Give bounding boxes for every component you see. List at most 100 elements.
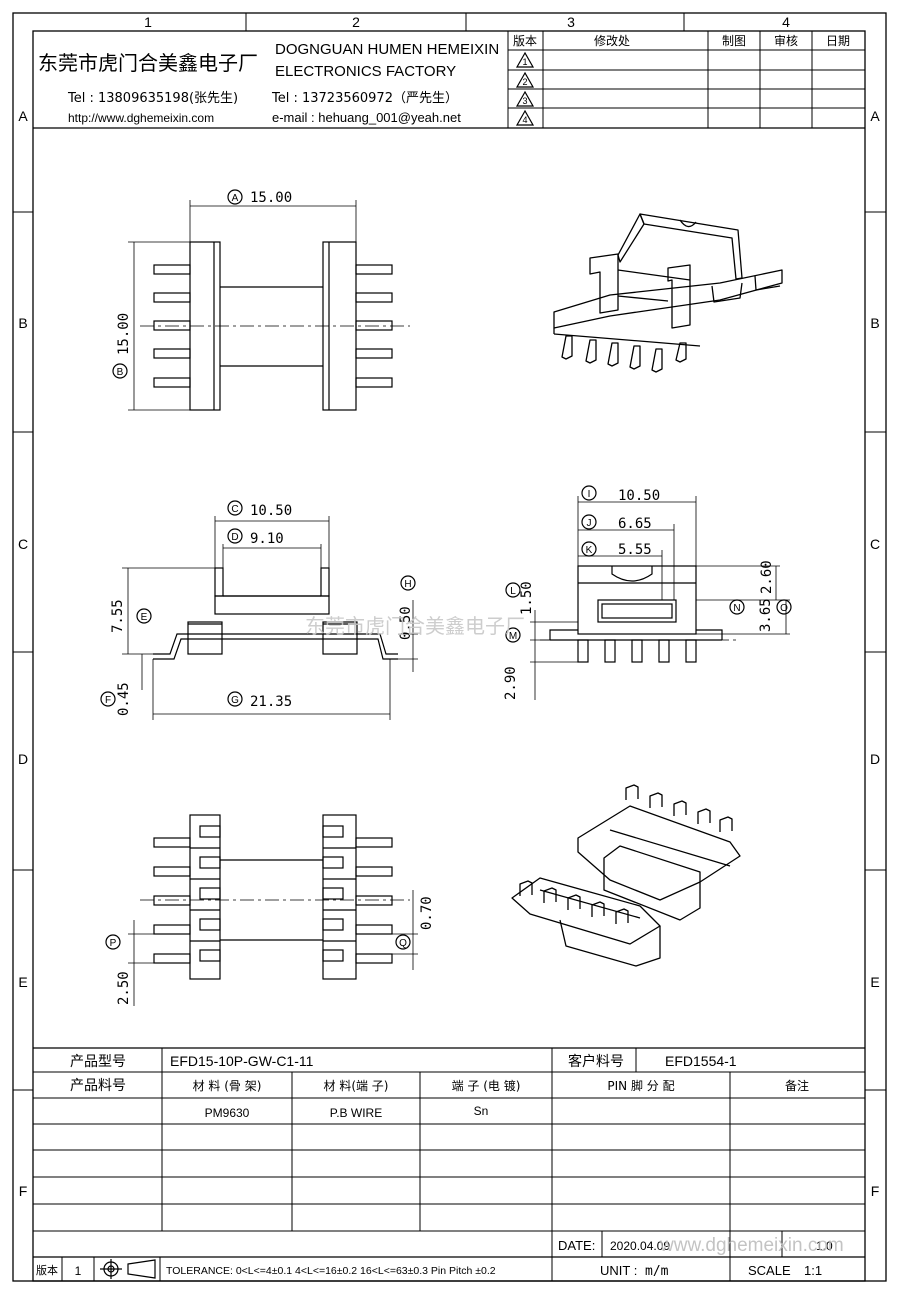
dim-tag: P	[110, 938, 117, 949]
header-plating: 端 子 (电 镀)	[452, 1079, 521, 1093]
tel-2: Tel : 13723560972（严先生）	[271, 91, 458, 106]
row-label: C	[870, 536, 880, 552]
tolerance-text: TOLERANCE: 0<L<=4±0.1 4<L<=16±0.2 16<L<=…	[166, 1265, 496, 1277]
row-label: D	[18, 751, 28, 767]
dim-value: 3.65	[758, 598, 774, 632]
dim-tag: C	[231, 504, 238, 515]
dim-tag: E	[141, 612, 148, 623]
dim-value: 0.50	[398, 606, 414, 640]
header-terminal-material: 材 料(端 子)	[324, 1079, 389, 1093]
row-label: E	[18, 974, 27, 990]
isometric-view-bottom	[511, 784, 741, 967]
unit-label: UNIT :	[600, 1263, 637, 1278]
revision-table: 版本 修改处 制图 审核 日期 1 2 3 4	[508, 31, 865, 128]
dim-value: 10.50	[250, 503, 292, 519]
rev-triangle-icon: 4	[522, 115, 527, 125]
company-name-cn: 东莞市虎门合美鑫电子厂	[38, 51, 258, 75]
header-remarks: 备注	[785, 1078, 809, 1093]
frame-labels: 1 2 3 4 A B C D E F A B C D E F	[18, 14, 880, 1199]
website-link[interactable]: http://www.dghemeixin.com	[68, 111, 214, 125]
rev-header-change: 修改处	[594, 33, 630, 48]
scale-value: 1:1	[804, 1263, 822, 1278]
version-label: 版本	[36, 1263, 58, 1277]
rev-header-date: 日期	[826, 34, 850, 48]
dim-value: 10.50	[618, 488, 660, 504]
row-label: F	[19, 1183, 28, 1199]
dim-tag: F	[105, 695, 111, 706]
bobbin-material-value: PM9630	[205, 1106, 250, 1120]
dim-value: 0.70	[419, 896, 435, 930]
rev-triangle-icon: 2	[522, 77, 527, 87]
column-label: 4	[782, 14, 790, 30]
dim-value: 7.55	[110, 599, 126, 633]
dim-value: 9.10	[250, 531, 284, 547]
dim-value: 0.45	[116, 682, 132, 716]
date-value: 2020.04.09	[610, 1239, 670, 1253]
dim-value: 21.35	[250, 694, 292, 710]
title-block-text: 产品型号 EFD15-10P-GW-C1-11 客户料号 EFD1554-1 产…	[36, 1053, 844, 1279]
header-bobbin-material: 材 料 (骨 架)	[193, 1079, 262, 1093]
dim-tag: B	[117, 367, 124, 378]
dim-value: 5.55	[618, 542, 652, 558]
dim-tag: Q	[399, 938, 407, 949]
dim-tag: M	[509, 631, 517, 642]
customer-part-value: EFD1554-1	[665, 1053, 737, 1069]
unit-value: m/m	[645, 1264, 669, 1279]
rev-triangle-icon: 3	[522, 96, 527, 106]
date-label: DATE:	[558, 1238, 595, 1253]
dim-tag: O	[780, 603, 788, 614]
dim-tag: D	[231, 532, 238, 543]
dim-tag: G	[231, 695, 239, 706]
tel-1: Tel : 13809635198(张先生)	[67, 91, 238, 106]
row-label: C	[18, 536, 28, 552]
side-view-labels: C 10.50 D 9.10 E 7.55 H 0.50 F 0.45 G 21…	[105, 503, 414, 716]
product-part-label: 产品料号	[70, 1078, 126, 1094]
version-value: 1	[75, 1264, 82, 1278]
header-pin-assignment: PIN 脚 分 配	[607, 1078, 674, 1093]
version-right-value: 1.0	[816, 1239, 833, 1253]
watermark-text: 东莞市虎门合美鑫电子厂	[305, 614, 525, 638]
dim-tag: I	[588, 489, 591, 500]
row-label: B	[870, 315, 879, 331]
dim-tag: H	[404, 579, 411, 590]
side-view	[100, 500, 418, 720]
email: e-mail : hehuang_001@yeah.net	[272, 110, 461, 125]
row-label: A	[870, 108, 880, 124]
column-label: 2	[352, 14, 360, 30]
row-label: F	[871, 1183, 880, 1199]
end-view-labels: I 10.50 J 6.65 K 5.55 L 1.50 M 2.90 N 2.…	[503, 488, 788, 700]
column-label: 3	[567, 14, 575, 30]
row-label: E	[870, 974, 879, 990]
rev-header-version: 版本	[513, 34, 537, 48]
bottom-view-labels: P 2.50 Q 0.70	[110, 896, 435, 1005]
dim-tag: J	[587, 518, 592, 529]
row-label: B	[18, 315, 27, 331]
dim-value: 15.00	[116, 313, 132, 355]
company-name-en-1: DOGNGUAN HUMEN HEMEIXIN	[275, 41, 499, 58]
company-name-en-2: ELECTRONICS FACTORY	[275, 63, 456, 80]
product-model-value: EFD15-10P-GW-C1-11	[170, 1053, 314, 1069]
dim-tag: N	[733, 603, 740, 614]
dim-tag: K	[586, 545, 593, 556]
title-block	[33, 1047, 865, 1281]
row-label: D	[870, 751, 880, 767]
dim-value: 2.50	[116, 971, 132, 1005]
rev-header-checked: 审核	[774, 33, 798, 48]
watermark-url: www.dghemeixin.com	[659, 1235, 844, 1256]
top-view	[112, 189, 410, 411]
projection-symbol-icon	[100, 1259, 156, 1279]
terminal-material-value: P.B WIRE	[330, 1106, 382, 1120]
row-label: A	[18, 108, 28, 124]
dim-tag: L	[510, 586, 516, 597]
product-model-label: 产品型号	[70, 1054, 126, 1070]
dim-tag: A	[232, 193, 239, 204]
dim-value: 6.65	[618, 516, 652, 532]
rev-triangle-icon: 1	[522, 57, 527, 67]
frame	[12, 12, 887, 1282]
dim-value: 1.50	[519, 581, 535, 615]
rev-header-drawn: 制图	[722, 34, 746, 48]
dim-value: 2.90	[503, 666, 519, 700]
customer-part-label: 客户料号	[568, 1053, 624, 1070]
bottom-view	[105, 814, 418, 1006]
